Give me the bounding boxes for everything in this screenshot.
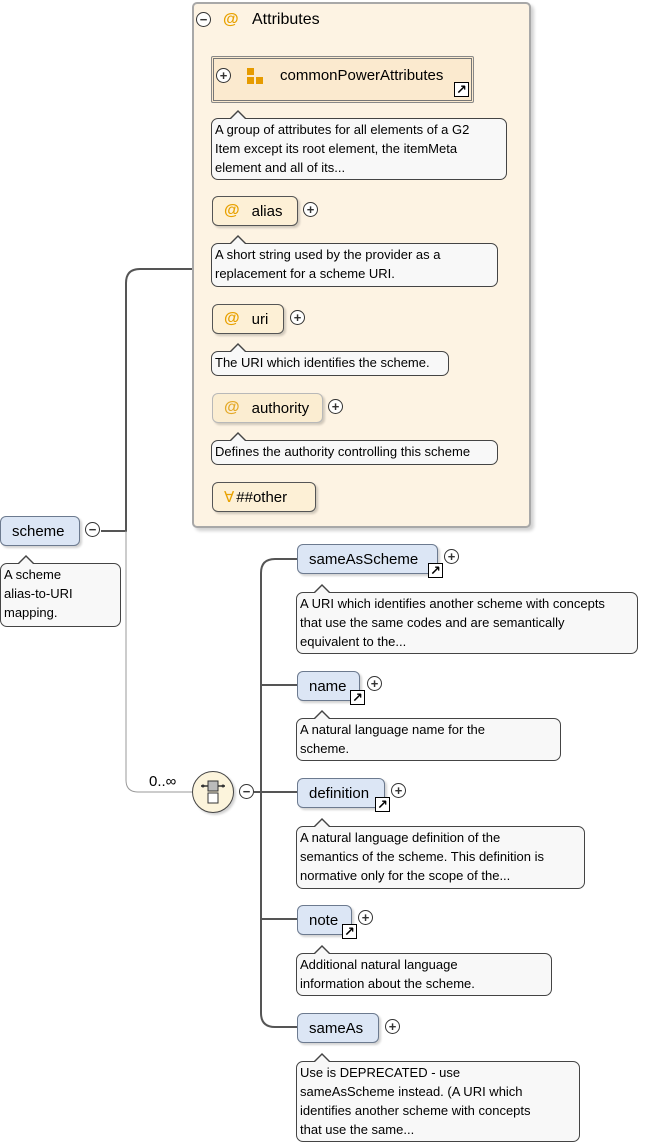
sequence-compositor[interactable]	[192, 771, 234, 813]
scheme-doc: A scheme alias-to-URI mapping.	[0, 563, 121, 627]
expand-name-icon[interactable]: +	[367, 676, 382, 691]
expand-same-as-scheme-icon[interactable]: +	[444, 549, 459, 564]
attribute-symbol-icon: @	[224, 202, 240, 219]
same-as-doc: Use is DEPRECATED - use sameAsScheme ins…	[296, 1061, 580, 1142]
any-attribute[interactable]: ∀ ##other	[212, 482, 316, 512]
attribute-symbol-icon: @	[224, 310, 240, 327]
expand-alias-icon[interactable]: +	[303, 202, 318, 217]
note-doc: Additional natural language information …	[296, 953, 552, 996]
common-power-attributes-label: commonPowerAttributes	[280, 67, 444, 84]
reference-arrow-icon[interactable]: ↗	[454, 82, 469, 97]
any-attribute-label: ##other	[236, 488, 288, 506]
expand-authority-icon[interactable]: +	[328, 399, 343, 414]
uri-doc: The URI which identifies the scheme.	[211, 351, 449, 376]
alias-doc: A short string used by the provider as a…	[211, 243, 498, 287]
same-as-label: sameAs	[309, 1019, 364, 1037]
scheme-label: scheme	[12, 522, 65, 540]
definition-label: definition	[309, 784, 370, 802]
same-as-scheme-doc: A URI which identifies another scheme wi…	[296, 592, 638, 654]
common-power-attributes-group[interactable]	[211, 56, 474, 103]
reference-arrow-icon[interactable]: ↗	[428, 563, 443, 578]
attributes-symbol-icon: @	[223, 11, 239, 28]
definition-element[interactable]: definition	[297, 778, 385, 808]
name-element[interactable]: name	[297, 671, 360, 701]
expand-same-as-icon[interactable]: +	[385, 1019, 400, 1034]
collapse-sequence-icon[interactable]: −	[239, 784, 254, 799]
authority-attribute[interactable]: @ authority	[212, 393, 323, 423]
sequence-icon	[201, 780, 225, 804]
authority-doc: Defines the authority controlling this s…	[211, 440, 498, 465]
uri-label: uri	[251, 310, 269, 328]
reference-arrow-icon[interactable]: ↗	[375, 797, 390, 812]
attributes-title: Attributes	[252, 11, 320, 28]
same-as-scheme-element[interactable]: sameAsScheme	[297, 544, 438, 574]
reference-arrow-icon[interactable]: ↗	[342, 924, 357, 939]
collapse-attributes-icon[interactable]: −	[196, 12, 211, 27]
same-as-scheme-label: sameAsScheme	[309, 550, 419, 568]
attribute-symbol-icon: @	[224, 399, 240, 416]
sequence-occurrence: 0..∞	[149, 773, 177, 790]
name-doc: A natural language name for the scheme.	[296, 718, 561, 761]
alias-label: alias	[251, 202, 283, 220]
expand-definition-icon[interactable]: +	[391, 783, 406, 798]
same-as-element[interactable]: sameAs	[297, 1013, 379, 1043]
expand-note-icon[interactable]: +	[358, 910, 373, 925]
attribute-group-icon	[247, 68, 263, 84]
name-label: name	[309, 677, 347, 695]
note-element[interactable]: note	[297, 905, 352, 935]
definition-doc: A natural language definition of the sem…	[296, 826, 585, 889]
any-attribute-icon: ∀	[224, 489, 235, 506]
authority-label: authority	[251, 399, 310, 417]
uri-attribute[interactable]: @ uri	[212, 304, 284, 334]
scheme-element[interactable]: scheme	[0, 516, 80, 546]
expand-group-icon[interactable]: +	[216, 68, 231, 83]
expand-uri-icon[interactable]: +	[290, 310, 305, 325]
reference-arrow-icon[interactable]: ↗	[350, 690, 365, 705]
alias-attribute[interactable]: @ alias	[212, 196, 298, 226]
note-label: note	[309, 911, 339, 929]
collapse-scheme-icon[interactable]: −	[85, 522, 100, 537]
common-power-attributes-doc: A group of attributes for all elements o…	[211, 118, 507, 180]
